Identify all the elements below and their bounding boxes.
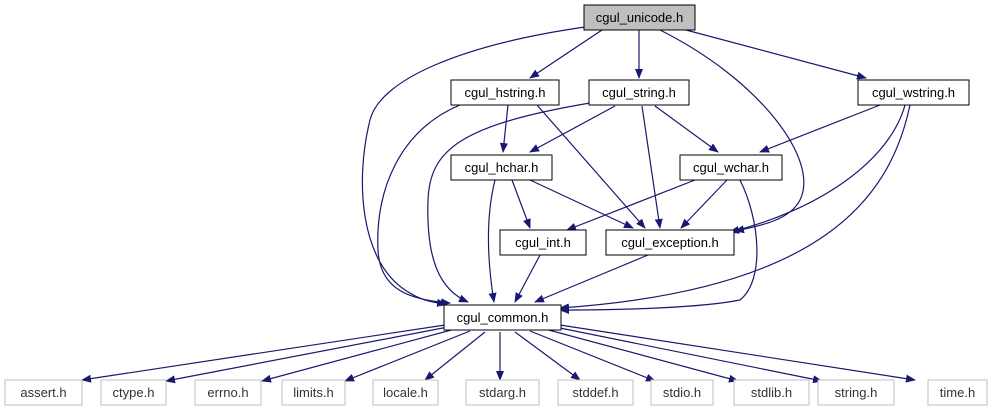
edge-string-wchar: [654, 105, 719, 153]
edge-wstring-wchar: [759, 104, 881, 153]
node-label: cgul_unicode.h: [596, 10, 683, 25]
edge-hstring-common: [377, 104, 461, 307]
node-time: time.h: [927, 379, 988, 406]
dependency-edges: [81, 26, 916, 384]
node-label: cgul_hstring.h: [465, 85, 546, 100]
edge-int-common: [514, 254, 541, 303]
edge-common-stdio: [529, 330, 656, 382]
node-label: cgul_int.h: [515, 235, 571, 250]
node-ctype: ctype.h: [100, 379, 167, 406]
edge-hstring-hchar: [499, 104, 509, 153]
node-label: cgul_exception.h: [621, 235, 719, 250]
dependency-nodes: cgul_unicode.h cgul_hstring.h cgul_strin…: [4, 4, 988, 406]
node-label: cgul_wchar.h: [693, 160, 769, 175]
edge-wstring-exception: [729, 104, 906, 234]
edge-common-stdlib: [544, 328, 739, 383]
node-limits: limits.h: [281, 379, 346, 406]
edge-string-hchar: [529, 105, 616, 153]
edge-common-locale: [424, 331, 486, 381]
node-label: limits.h: [293, 385, 333, 400]
node-cgul-hstring[interactable]: cgul_hstring.h: [450, 79, 560, 106]
node-label: cgul_hchar.h: [465, 160, 539, 175]
edge-hchar-exception: [529, 179, 634, 229]
node-cgul-common[interactable]: cgul_common.h: [443, 304, 562, 331]
edge-common-string: [554, 326, 823, 384]
edge-unicode-exception: [659, 29, 805, 234]
edge-wchar-exception: [680, 179, 728, 229]
node-cgul-int[interactable]: cgul_int.h: [499, 229, 587, 256]
edge-unicode-wstring: [685, 29, 867, 80]
node-cgul-wchar[interactable]: cgul_wchar.h: [679, 154, 783, 181]
edge-common-time: [559, 324, 916, 383]
edge-common-ctype: [165, 326, 449, 384]
node-label: cgul_common.h: [457, 310, 549, 325]
node-locale: locale.h: [372, 379, 439, 406]
node-label: cgul_string.h: [602, 85, 676, 100]
node-label: assert.h: [20, 385, 66, 400]
node-label: locale.h: [383, 385, 428, 400]
node-stdio: stdio.h: [650, 379, 714, 406]
node-errno: errno.h: [194, 379, 262, 406]
edge-wchar-common: [559, 179, 758, 314]
edge-unicode-common: [361, 26, 586, 307]
edge-string-exception: [641, 105, 663, 229]
node-label: ctype.h: [113, 385, 155, 400]
edge-hstring-exception: [536, 104, 646, 229]
node-string: string.h: [817, 379, 895, 406]
node-cgul-unicode[interactable]: cgul_unicode.h: [583, 4, 696, 31]
node-label: stdio.h: [663, 385, 701, 400]
node-label: errno.h: [207, 385, 248, 400]
edge-common-stddef: [514, 331, 581, 381]
edge-common-assert: [81, 324, 446, 383]
edge-hchar-int: [511, 179, 531, 229]
node-assert: assert.h: [4, 379, 83, 406]
node-cgul-hchar[interactable]: cgul_hchar.h: [450, 154, 553, 181]
edge-common-limits: [344, 330, 471, 382]
node-label: time.h: [940, 385, 975, 400]
node-label: cgul_wstring.h: [872, 85, 955, 100]
edge-string-common: [427, 102, 591, 303]
edge-hchar-common: [487, 179, 497, 303]
node-label: stddef.h: [572, 385, 618, 400]
edge-unicode-hstring: [529, 29, 603, 79]
edge-common-errno: [261, 328, 456, 383]
node-stdlib: stdlib.h: [733, 379, 810, 406]
node-label: string.h: [835, 385, 878, 400]
node-stddef: stddef.h: [557, 379, 634, 406]
edge-wstring-common: [559, 104, 911, 312]
edge-exception-common: [534, 254, 649, 303]
node-cgul-string[interactable]: cgul_string.h: [588, 79, 690, 106]
node-label: stdarg.h: [479, 385, 526, 400]
node-stdarg: stdarg.h: [465, 379, 540, 406]
node-label: stdlib.h: [751, 385, 792, 400]
edge-wchar-int: [566, 179, 696, 231]
node-cgul-wstring[interactable]: cgul_wstring.h: [857, 79, 970, 106]
node-cgul-exception[interactable]: cgul_exception.h: [605, 229, 735, 256]
